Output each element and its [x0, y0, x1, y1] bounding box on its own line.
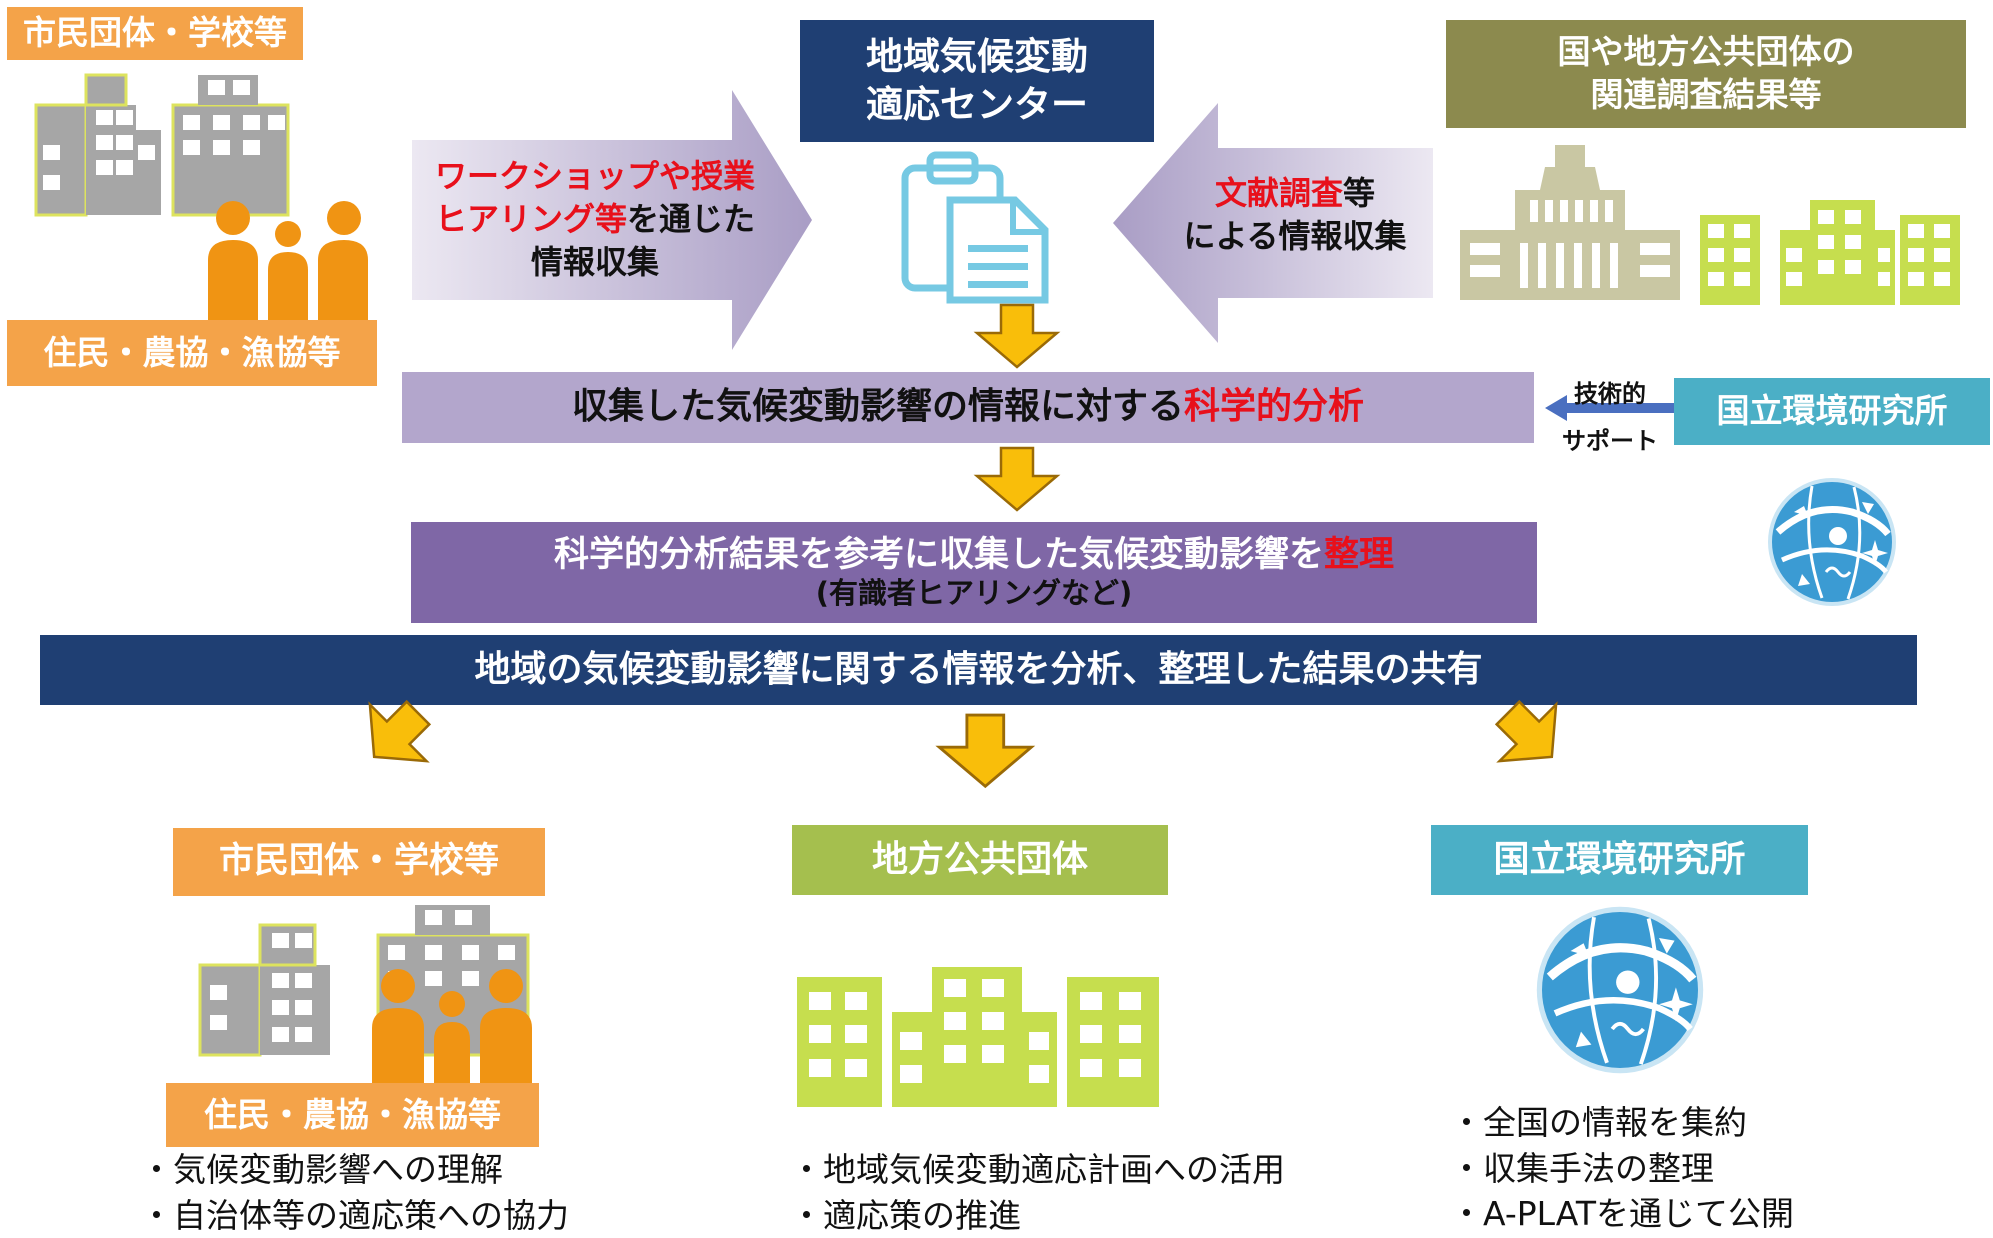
workshop-collection-text: ワークショップや授業 ヒアリング等を通じた 情報収集 [420, 155, 770, 284]
bullet-item: ・地域気候変動適応計画への活用 [790, 1150, 1285, 1189]
workshop-red-text: ワークショップや授業 [434, 157, 755, 195]
bullet-item: ・収集手法の整理 [1450, 1148, 1714, 1188]
down-arrow-icon [937, 713, 1033, 788]
down-arrow-icon [344, 683, 448, 787]
building-icon [797, 967, 1159, 1107]
etc-text: 等 [1343, 174, 1376, 212]
support-line2: サポート [1562, 427, 1658, 455]
globe-logo-icon [1535, 905, 1705, 1075]
center-title-line1: 地域気候変動 [866, 34, 1088, 78]
citizens-bullet-list: ・気候変動影響への理解 ・自治体等の適応策への協力 [140, 1147, 569, 1238]
share-results-bar: 地域の気候変動影響に関する情報を分析、整理した結果の共有 [40, 635, 1917, 705]
nies-bullet-list: ・全国の情報を集約 ・収集手法の整理 ・A-PLATを通じて公開 [1450, 1100, 1794, 1237]
literature-red-text: 文献調査 [1214, 174, 1343, 212]
collect-arrow-left [1113, 103, 1433, 343]
organize-red-text: 整理 [1324, 535, 1395, 576]
government-results-header: 国や地方公共団体の 関連調査結果等 [1446, 20, 1966, 128]
gov-title-line2: 関連調査結果等 [1590, 75, 1822, 114]
building-icon [34, 73, 290, 217]
adaptation-center-header: 地域気候変動 適応センター [800, 20, 1154, 142]
citizens-header-top: 市民団体・学校等 [7, 7, 303, 60]
by-collection-text: による情報収集 [1183, 216, 1407, 255]
building-icon [1700, 200, 1960, 305]
bullet-item: ・A-PLATを通じて公開 [1450, 1194, 1794, 1234]
residents-footer-bottom: 住民・農協・漁協等 [166, 1083, 539, 1147]
literature-collection-text: 文献調査等 による情報収集 [1165, 172, 1425, 258]
down-arrow-icon [975, 303, 1059, 369]
scientific-analysis-bar: 収集した気候変動影響の情報に対する科学的分析 [402, 372, 1534, 443]
info-collection-text: 情報収集 [530, 242, 659, 281]
people-icon [372, 969, 532, 1083]
gov-title-line1: 国や地方公共団体の [1557, 32, 1855, 72]
support-line1: 技術的 [1574, 380, 1646, 408]
local-gov-bullet-list: ・地域気候変動適応計画への活用 ・適応策の推進 [790, 1147, 1285, 1238]
clipboard-icon [901, 151, 1049, 304]
organize-text: 科学的分析結果を参考に収集した気候変動影響を [553, 535, 1324, 576]
citizens-header-bottom: 市民団体・学校等 [173, 828, 545, 896]
organize-sub-text: (有識者ヒアリングなど) [815, 576, 1133, 611]
center-title-line2: 適応センター [866, 83, 1088, 126]
organize-bar: 科学的分析結果を参考に収集した気候変動影響を整理 (有識者ヒアリングなど) [411, 522, 1537, 623]
globe-logo-icon [1762, 472, 1902, 612]
analysis-text: 収集した気候変動影響の情報に対する [571, 386, 1184, 428]
bullet-item: ・自治体等の適応策への協力 [140, 1195, 569, 1235]
residents-footer-top: 住民・農協・漁協等 [7, 320, 377, 386]
down-arrow-icon [1478, 683, 1582, 787]
collect-arrow-right [412, 90, 812, 350]
analysis-red-text: 科学的分析 [1184, 386, 1365, 428]
down-arrow-icon [975, 446, 1059, 512]
nies-support-box: 国立環境研究所 [1674, 378, 1990, 445]
local-government-header: 地方公共団体 [792, 825, 1168, 895]
nies-header-bottom: 国立環境研究所 [1431, 825, 1808, 895]
through-text: を通じた [627, 199, 756, 238]
bullet-item: ・全国の情報を集約 [1450, 1103, 1747, 1142]
bullet-item: ・適応策の推進 [790, 1195, 1021, 1235]
support-arrow-icon [1545, 395, 1675, 421]
people-icon [208, 201, 368, 320]
bullet-item: ・気候変動影響への理解 [140, 1150, 503, 1189]
government-building-icon [1460, 145, 1680, 300]
hearing-red-text: ヒアリング等 [434, 199, 627, 238]
